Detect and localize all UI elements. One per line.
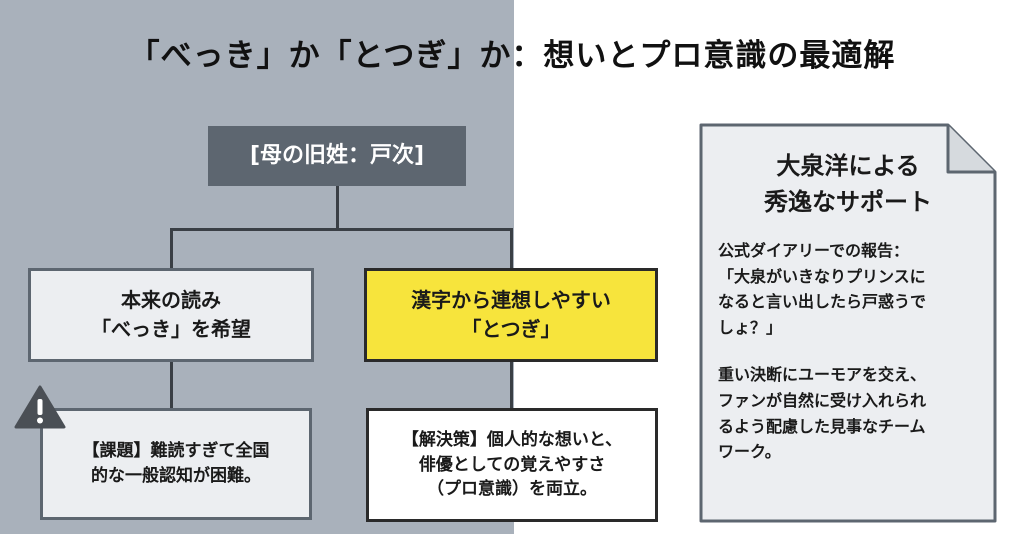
note-p2-line3: るよう配慮した見事なチーム: [718, 416, 926, 436]
connector-left-down: [170, 228, 173, 270]
note-title-line2: 秀逸なサポート: [764, 188, 932, 216]
note-p1-line1: 公式ダイアリーでの報告：: [718, 241, 910, 260]
note-paragraph-teamwork: 重い決断にユーモアを交え、 ファンが自然に受け入れられ るよう配慮した見事なチー…: [718, 362, 980, 464]
support-note: 大泉洋による 秀逸なサポート 公式ダイアリーでの報告： 「大泉がいきなりプリンス…: [698, 122, 998, 524]
note-title-line1: 大泉洋による: [776, 152, 920, 180]
note-p2-line2: ファンが自然に受け入れられ: [718, 390, 927, 410]
note-paper-icon: [699, 123, 997, 523]
solution-box: 【解決策】個人的な想いと、 俳優としての覚えやすさ （プロ意識）を両立。: [366, 408, 658, 522]
connector-right-down: [510, 228, 513, 270]
right-node-line1: 漢字から連想しやすい: [411, 288, 611, 312]
note-body: 公式ダイアリーでの報告： 「大泉がいきなりプリンスに なると言い出したら戸惑うで…: [718, 238, 980, 477]
connector-horizontal: [170, 228, 513, 231]
solution-line3: （プロ意識）を両立。: [426, 479, 597, 500]
note-p1-line3: なると言い出したら戸惑うで: [718, 292, 927, 312]
problem-line1: 【課題】難読すぎて全国: [82, 441, 270, 462]
problem-box: 【課題】難読すぎて全国 的な一般認知が困難。: [40, 408, 312, 520]
right-node-totsugi: 漢字から連想しやすい 「とつぎ」: [364, 268, 658, 362]
problem-line2: 的な一般認知が困難。: [91, 466, 261, 486]
note-p1-line2: 「大泉がいきなりプリンスに: [718, 266, 926, 286]
solution-line1: 【解決策】個人的な想いと、: [401, 430, 623, 451]
connector-right-solution: [510, 362, 513, 410]
connector-root-down: [336, 186, 339, 230]
note-p2-line4: ワーク。: [718, 442, 781, 462]
note-p2-line1: 重い決断にユーモアを交え、: [718, 365, 927, 385]
note-paragraph-report: 公式ダイアリーでの報告： 「大泉がいきなりプリンスに なると言い出したら戸惑うで…: [718, 238, 980, 340]
solution-line2: 俳優としての覚えやすさ: [418, 454, 606, 475]
note-title: 大泉洋による 秀逸なサポート: [698, 148, 998, 220]
root-node: [母の旧姓：戸次]: [208, 126, 466, 186]
root-label: [母の旧姓：戸次]: [249, 143, 425, 169]
right-node-line2: 「とつぎ」: [461, 317, 561, 341]
note-p1-line4: しょ？」: [718, 317, 783, 337]
left-node-bekki: 本来の読み 「べっき」を希望: [28, 268, 314, 362]
left-node-line1: 本来の読み: [121, 288, 221, 312]
warning-icon: [14, 385, 66, 429]
page-title: 「べっき」か「とつぎ」か：想いとプロ意識の最適解: [128, 38, 896, 74]
left-node-line2: 「べっき」を希望: [91, 317, 251, 341]
connector-left-problem: [170, 362, 173, 410]
